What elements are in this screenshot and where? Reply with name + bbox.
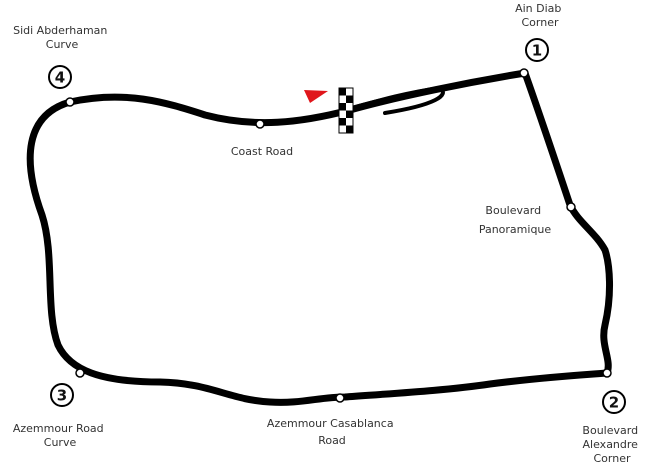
corner-4-marker	[65, 97, 75, 107]
corner-2-badge: 2	[602, 390, 626, 414]
corner-1-number: 1	[532, 42, 542, 60]
boulevard-panoramique-label: Boulevard Panoramique	[479, 204, 552, 236]
panoramique-marker	[566, 202, 576, 212]
corner-3-label: Azemmour Road Curve	[13, 422, 107, 449]
azemmour-casablanca-road-label-line: Road	[318, 434, 346, 447]
checkered-flag-icon	[338, 87, 354, 134]
corner-3-label-line: Curve	[44, 436, 77, 449]
coast-road-label-line: Coast Road	[231, 145, 293, 158]
corner-2-marker	[602, 368, 612, 378]
corner-3-label-line: Azemmour Road	[13, 422, 104, 435]
corner-1-label-line: Corner	[521, 16, 558, 29]
azemmour-casablanca-road-label-line: Azemmour Casablanca	[267, 417, 394, 430]
azemmour-casablanca-road-label: Azemmour Casablanca Road	[267, 417, 397, 447]
boulevard-panoramique-label-line: Panoramique	[479, 223, 552, 236]
corner-1-label-line: Ain Diab	[515, 2, 561, 15]
pit-lane	[350, 85, 445, 115]
corner-2-number: 2	[609, 394, 619, 412]
corner-4-badge: 4	[48, 65, 72, 89]
corner-2-label-line: Boulevard	[582, 424, 638, 437]
corner-4-number: 4	[55, 69, 65, 87]
corner-4-label: Sidi Abderhaman Curve	[13, 24, 111, 51]
track-outline	[26, 69, 614, 406]
corner-2-label-line: Corner	[593, 452, 630, 465]
boulevard-panoramique-label-line: Boulevard	[485, 204, 541, 217]
azemmour-road-marker	[335, 393, 345, 403]
start-flag-icon	[304, 90, 328, 103]
corner-1-badge: 1	[525, 38, 549, 62]
corner-1-label: Ain Diab Corner	[515, 2, 565, 29]
coast-road-label: Coast Road	[231, 145, 293, 158]
corner-1-marker	[519, 68, 529, 78]
corner-3-marker	[75, 368, 85, 378]
corner-3-badge: 3	[50, 383, 74, 407]
corner-2-label: Boulevard Alexandre Corner	[582, 424, 641, 465]
corner-2-label-line: Alexandre	[583, 438, 639, 451]
corner-4-label-line: Sidi Abderhaman	[13, 24, 107, 37]
corner-3-number: 3	[57, 387, 67, 405]
corner-4-label-line: Curve	[46, 38, 79, 51]
coast-road-marker	[255, 119, 265, 129]
